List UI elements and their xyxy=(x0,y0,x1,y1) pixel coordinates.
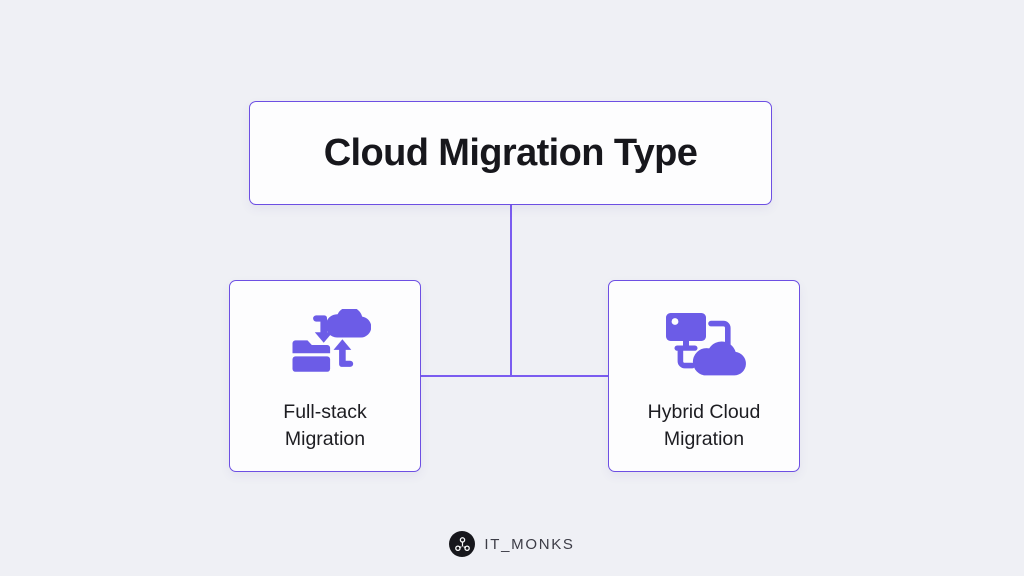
monitor-cloud-link-icon xyxy=(658,307,750,383)
diagram-node-hybrid-cloud-migration[interactable]: Hybrid Cloud Migration xyxy=(608,280,800,472)
node-label-line-1: Hybrid Cloud xyxy=(647,401,761,423)
connector-title-to-branch xyxy=(510,204,512,377)
node-label-line-2: Migration xyxy=(284,428,366,450)
node-label-line-1: Full-stack xyxy=(283,401,367,423)
node-label-line-2: Migration xyxy=(663,428,745,450)
it-monks-node-logo-icon xyxy=(449,531,476,557)
diagram-node-full-stack-migration[interactable]: Full-stack Migration xyxy=(229,280,421,472)
diagram-node-label: Full-stack Migration xyxy=(283,399,366,453)
folder-cloud-sync-icon xyxy=(279,307,371,383)
diagram-title-text: Cloud Migration Type xyxy=(323,132,698,174)
connector-branch-horizontal xyxy=(420,375,610,377)
diagram-node-label: Hybrid Cloud Migration xyxy=(648,399,761,453)
diagram-title-node[interactable]: Cloud Migration Type xyxy=(249,101,772,205)
brand-name-text: IT_MONKS xyxy=(484,535,575,553)
brand-footer: IT_MONKS xyxy=(0,531,1024,557)
